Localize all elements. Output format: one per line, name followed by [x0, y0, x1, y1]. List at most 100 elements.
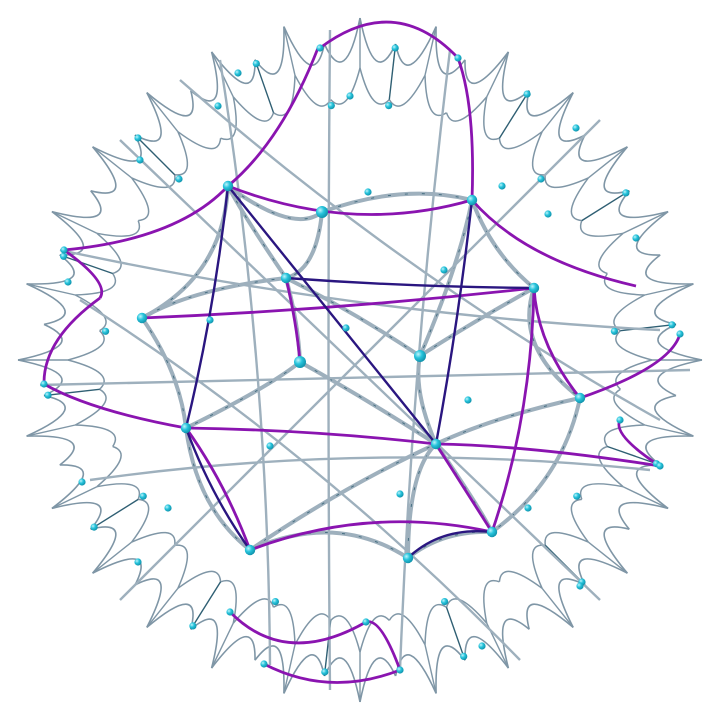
- accent-edge: [229, 611, 367, 645]
- ring-edge: [96, 220, 141, 237]
- vertex-node-icon: [134, 558, 142, 566]
- deep-edge: [184, 185, 230, 429]
- outer-cusp-edge: [501, 618, 530, 669]
- ring-edge: [131, 177, 150, 222]
- outer-cusp-edge: [51, 190, 102, 219]
- outer-cusp-edge: [654, 283, 694, 326]
- vertex-node-icon: [180, 422, 192, 434]
- outer-cusp-edge: [190, 618, 219, 669]
- outer-cusp-edge: [603, 526, 630, 574]
- spoke-edge: [498, 90, 530, 139]
- ring-edge: [598, 445, 624, 488]
- vertex-node-icon: [364, 188, 372, 196]
- structural-edge-shade: [185, 427, 251, 551]
- outer-cusp-edge: [283, 654, 326, 694]
- ring-edge: [483, 96, 500, 141]
- structural-edge: [184, 426, 252, 552]
- deep-edge: [227, 185, 437, 445]
- vertex-node-icon: [616, 416, 624, 424]
- accent-edge: [227, 47, 320, 188]
- outer-cusp-edge: [17, 359, 63, 397]
- vertex-node-icon: [102, 327, 110, 335]
- ring-edge: [544, 531, 589, 546]
- spoke-edge: [424, 644, 437, 694]
- ring-edge: [579, 483, 624, 500]
- structural-edge: [418, 198, 474, 358]
- vertex-node-icon: [385, 102, 393, 110]
- ring-edge: [598, 232, 624, 275]
- outer-cusp-edge: [90, 526, 117, 574]
- spoke-edge: [146, 92, 179, 133]
- outer-cusp-edge: [618, 190, 669, 219]
- ring-edge: [570, 498, 589, 543]
- structural-edge: [140, 276, 288, 320]
- sweep-edge: [119, 119, 601, 601]
- ring-edge: [67, 330, 105, 361]
- vertex-node-icon: [498, 182, 506, 190]
- spoke-edge: [92, 541, 133, 574]
- outer-cusp-edge: [92, 558, 142, 586]
- structural-edge-shade: [185, 361, 301, 429]
- spoke-edge: [587, 146, 628, 179]
- vertex-node-icon: [632, 234, 640, 242]
- outer-cusp-edge: [501, 51, 530, 102]
- ring-edge: [330, 67, 361, 105]
- vertex-node-icon: [572, 124, 580, 132]
- ring-edge: [330, 615, 361, 653]
- vertex-node-icon: [391, 44, 399, 52]
- outer-cusp-edge: [558, 578, 586, 628]
- accent-edge: [141, 286, 535, 320]
- outer-cusp-edge: [210, 635, 256, 669]
- spoke-edge: [254, 59, 275, 113]
- vertex-node-icon: [544, 210, 552, 218]
- structural-edge-shade: [407, 443, 437, 559]
- outer-cusp-edge: [578, 134, 628, 162]
- ring-edge: [174, 131, 189, 176]
- vertex-node-icon: [271, 598, 279, 606]
- structural-edge-shade: [285, 277, 421, 357]
- ring-edge: [544, 174, 589, 189]
- vertex-node-icon: [327, 102, 335, 110]
- ring-edge: [131, 531, 176, 546]
- outer-cusp-edge: [359, 657, 397, 703]
- structural-edge-shade: [435, 397, 581, 445]
- vertex-node-icon: [280, 272, 292, 284]
- spoke-edge: [388, 43, 397, 100]
- accent-edge: [42, 296, 101, 385]
- accent-edge: [227, 184, 473, 216]
- ring-edge: [603, 273, 645, 296]
- accent-edge: [456, 57, 474, 201]
- sweep-edge: [89, 456, 651, 482]
- accent-edge: [365, 620, 402, 671]
- vertex-node-icon: [523, 90, 531, 98]
- structural-edge-shade: [491, 397, 581, 533]
- structural-edge: [406, 529, 494, 560]
- vertex-node-icon: [260, 660, 268, 668]
- outer-cusp-edge: [323, 657, 361, 703]
- vertex-node-icon: [90, 523, 98, 531]
- accent-edge: [319, 20, 460, 59]
- vertex-node-icon: [136, 156, 144, 164]
- vertex-node-icon: [78, 478, 86, 486]
- spoke-edge: [283, 26, 296, 76]
- outer-cusp-edge: [26, 394, 66, 437]
- spoke-edge: [541, 587, 574, 628]
- ring-edge: [273, 603, 296, 645]
- vertex-node-icon: [346, 92, 354, 100]
- vertex-node-icon: [440, 266, 448, 274]
- ring-edge: [531, 544, 546, 589]
- ring-edge: [220, 96, 237, 141]
- vertex-node-icon: [396, 666, 404, 674]
- ring-edge: [232, 598, 275, 624]
- spoke-edge: [43, 388, 100, 397]
- ring-edge: [131, 498, 150, 543]
- outer-cusp-edge: [464, 51, 510, 85]
- ring-edge: [75, 273, 117, 296]
- vertex-node-icon: [294, 356, 306, 368]
- ring-edge: [424, 603, 447, 645]
- structural-edges: [39, 29, 691, 691]
- ring-edge: [67, 359, 105, 390]
- vertex-node-icon: [214, 102, 222, 110]
- accent-edge: [185, 426, 437, 446]
